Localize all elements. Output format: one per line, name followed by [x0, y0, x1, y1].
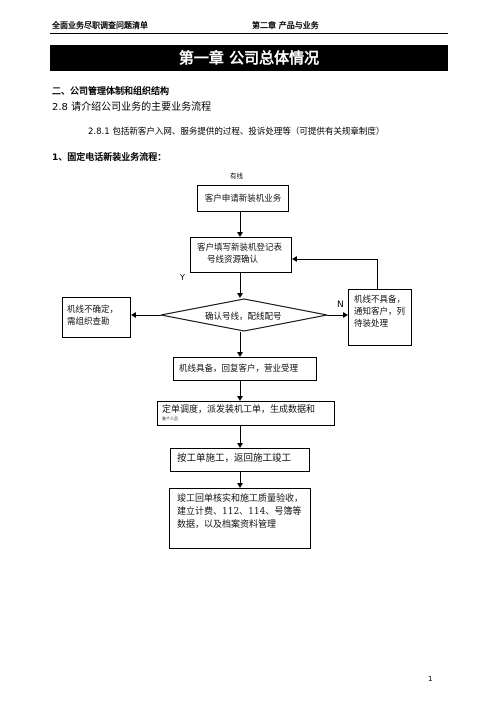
section-heading: 二、公司管理体制和组织结构 [52, 87, 170, 97]
step-apply-text: 客户申请新装机业务 [204, 194, 282, 204]
arrow-2-head [237, 293, 243, 298]
step-register-line1: 客户填写新装机登记表 [197, 243, 283, 253]
step-verify-text: 竣工回单核实和施工质量验收，建立计费、112、114、号簿等数据，以及档案资料管… [177, 494, 304, 530]
right-branch-line [327, 315, 343, 316]
page-number: 1 [428, 675, 433, 683]
left-branch-arrow-head [131, 312, 136, 318]
arrow-6-head [237, 483, 243, 488]
right-branch-arrow-head [343, 312, 348, 318]
left-survey-text: 机线不确定，需组织查勘 [67, 305, 119, 327]
step-dispatch-small: 装个人员 [162, 416, 178, 421]
question-heading: 2.8 请介绍公司业务的主要业务流程 [52, 102, 212, 113]
step-construct-box: 按工单施工，返回施工竣工 [170, 448, 310, 472]
flow-top-label: 有线 [230, 172, 243, 180]
arrow-5-line [240, 426, 241, 444]
step-accept-box: 机线具备，回复客户，营业受理 [173, 357, 317, 381]
step-apply-box: 客户申请新装机业务 [197, 185, 289, 212]
chapter-title: 第一章 公司总体情况 [50, 45, 448, 71]
arrow-4-head [237, 396, 243, 401]
arrow-2-line [240, 273, 241, 294]
step-register-box: 客户填写新装机登记表 号线资源确认 [190, 237, 292, 273]
arrow-1-head [237, 232, 243, 237]
step-accept-text: 机线具备，回复客户，营业受理 [179, 364, 299, 374]
arrow-3-head [237, 352, 243, 357]
step-register-line2: 号线资源确认 [207, 255, 259, 265]
arrow-3-line [240, 332, 241, 353]
decision-text: 确认号线，配线配号 [205, 312, 282, 322]
flow-heading: 1、固定电话新装业务流程： [52, 153, 167, 163]
left-branch-line [136, 315, 161, 316]
step-dispatch-text: 定单调度，派发装机工单，生成数据和 [162, 405, 316, 415]
feedback-arrow-head [292, 256, 297, 262]
feedback-line-vertical [377, 259, 378, 289]
right-pending-text: 机线不具备，通知客户，列待装处理 [354, 295, 406, 329]
decision-diamond [160, 298, 328, 332]
arrow-5-head [237, 443, 243, 448]
header-doc-title: 全面业务尽职调查问题清单 [52, 21, 148, 30]
arrow-1-line [240, 212, 241, 233]
sub-question: 2.8.1 包括新客户入网、服务提供的过程、投诉处理等（可提供有关规章制度） [88, 127, 385, 137]
right-pending-box: 机线不具备，通知客户，列待装处理 [348, 289, 412, 346]
step-construct-text: 按工单施工，返回施工竣工 [177, 453, 292, 464]
header-divider [50, 33, 448, 34]
arrow-6-line [240, 472, 241, 484]
header-chapter: 第二章 产品与业务 [252, 21, 319, 30]
yes-label: Y [180, 273, 185, 282]
no-label: N [337, 300, 344, 310]
step-verify-box: 竣工回单核实和施工质量验收，建立计费、112、114、号簿等数据，以及档案资料管… [169, 488, 311, 549]
arrow-4-line [240, 381, 241, 397]
feedback-line-horizontal [297, 259, 378, 260]
step-dispatch-box: 定单调度，派发装机工单，生成数据和 装个人员 [157, 401, 335, 426]
left-survey-box: 机线不确定，需组织查勘 [62, 297, 131, 338]
